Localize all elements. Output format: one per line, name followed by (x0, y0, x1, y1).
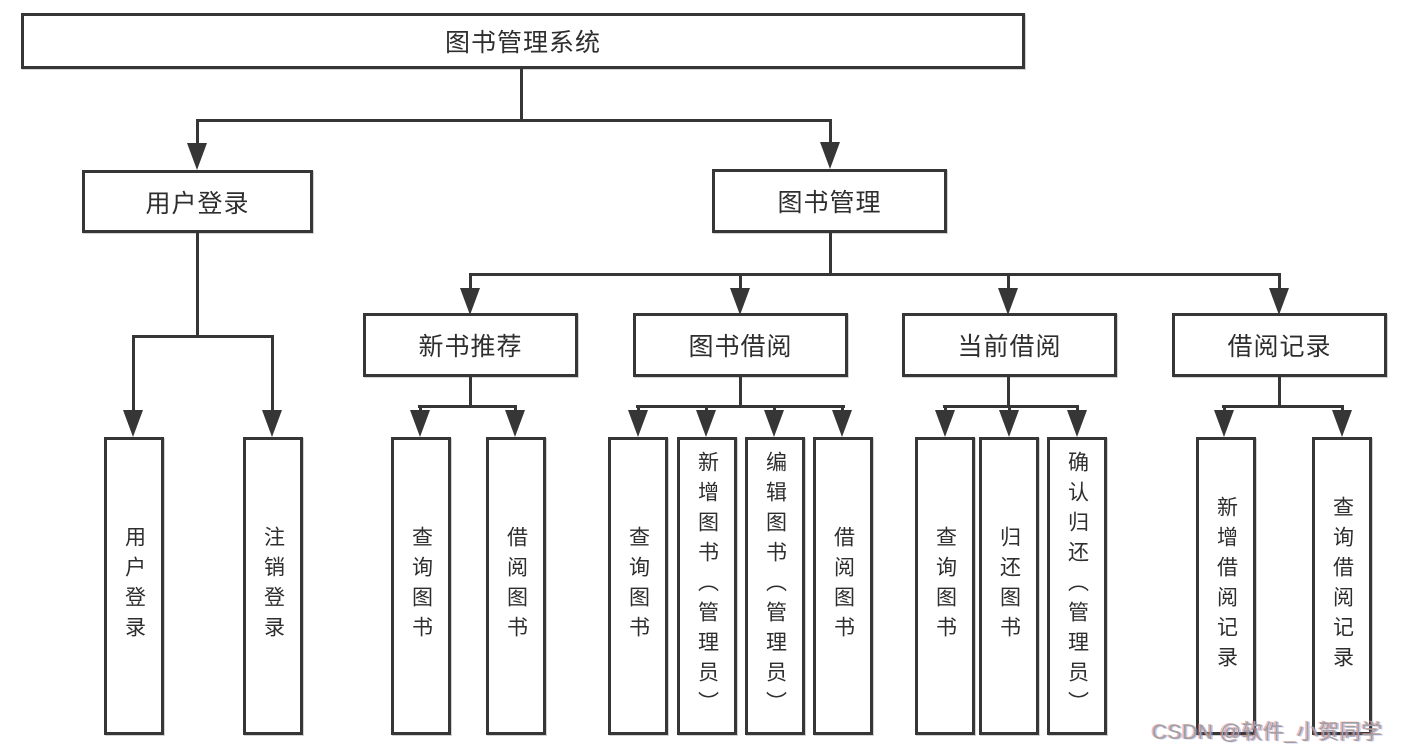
connector-root-stem (520, 69, 523, 119)
connector-drop (514, 405, 517, 413)
leaf-add-borrowing-record: 新增借阅记录 (1196, 437, 1256, 735)
connector-book-management-stem (829, 233, 832, 273)
node-library-management-system: 图书管理系统 (21, 13, 1025, 69)
csdn-watermark: CSDN @软件_小贺同学 (1152, 721, 1383, 744)
arrow-down-icon (1332, 410, 1352, 437)
connector-bar (1222, 405, 1344, 408)
leaf-query-books: 查询图书 (391, 437, 451, 735)
connector-stem (469, 377, 472, 406)
connector-drop (1223, 405, 1226, 413)
connector-bar (418, 405, 517, 408)
connector-drop (1007, 273, 1010, 289)
connector-user-login-stem (196, 233, 199, 335)
arrow-down-icon (1214, 410, 1234, 437)
leaf-query-books: 查询图书 (608, 437, 668, 735)
connector-drop (132, 335, 135, 411)
connector-drop (841, 405, 844, 413)
connector-drop (1008, 405, 1011, 413)
connector-stem (1278, 377, 1281, 406)
arrow-down-icon (935, 410, 955, 437)
leaf-borrow-books: 借阅图书 (486, 437, 546, 735)
arrow-down-icon (505, 410, 525, 437)
leaf-borrow-books: 借阅图书 (813, 437, 873, 735)
connector-stem (739, 377, 742, 406)
connector-drop (1278, 273, 1281, 289)
leaf-query-borrowing-record: 查询借阅记录 (1312, 437, 1372, 735)
arrow-down-icon (262, 410, 282, 437)
connector-drop (419, 405, 422, 413)
connector-drop-user-login (196, 119, 199, 144)
connector-drop (637, 405, 640, 413)
arrow-down-icon (187, 143, 207, 170)
arrow-down-icon (410, 410, 430, 437)
leaf-logout: 注销登录 (243, 437, 303, 735)
node-current-borrowing: 当前借阅 (902, 313, 1117, 377)
arrow-down-icon (696, 410, 716, 437)
arrow-down-icon (832, 410, 852, 437)
connector-stem (1007, 377, 1010, 406)
connector-drop-book-management (829, 119, 832, 144)
arrow-down-icon (730, 288, 750, 315)
connector-user-login-bar (132, 335, 274, 338)
node-user-login: 用户登录 (82, 170, 313, 233)
node-book-management: 图书管理 (712, 169, 947, 233)
connector-drop (1076, 405, 1079, 413)
connector-level3-bar (469, 273, 1281, 276)
connector-drop (739, 273, 742, 289)
leaf-return-books: 归还图书 (979, 437, 1039, 735)
arrow-down-icon (1067, 410, 1087, 437)
connector-drop (271, 335, 274, 411)
arrow-down-icon (764, 410, 784, 437)
connector-drop (469, 273, 472, 289)
arrow-down-icon (460, 288, 480, 315)
node-new-book-recommendation: 新书推荐 (363, 313, 578, 377)
leaf-confirm-return-admin: 确认归还（管理员） (1047, 437, 1107, 735)
node-book-borrowing: 图书借阅 (633, 313, 848, 377)
arrow-down-icon (820, 142, 840, 169)
connector-drop (944, 405, 947, 413)
leaf-query-books: 查询图书 (915, 437, 975, 735)
leaf-user-login: 用户登录 (104, 437, 164, 735)
arrow-down-icon (628, 410, 648, 437)
connector-drop (1341, 405, 1344, 413)
connector-bar (636, 405, 845, 408)
connector-drop (705, 405, 708, 413)
node-borrowing-records: 借阅记录 (1172, 313, 1387, 377)
connector-drop (773, 405, 776, 413)
leaf-add-books-admin: 新增图书（管理员） (677, 437, 737, 735)
connector-bar (943, 405, 1079, 408)
arrow-down-icon (998, 288, 1018, 315)
leaf-edit-books-admin: 编辑图书（管理员） (745, 437, 805, 735)
arrow-down-icon (999, 410, 1019, 437)
arrow-down-icon (1269, 288, 1289, 315)
arrow-down-icon (123, 410, 143, 437)
connector-level2-bar (196, 119, 832, 122)
